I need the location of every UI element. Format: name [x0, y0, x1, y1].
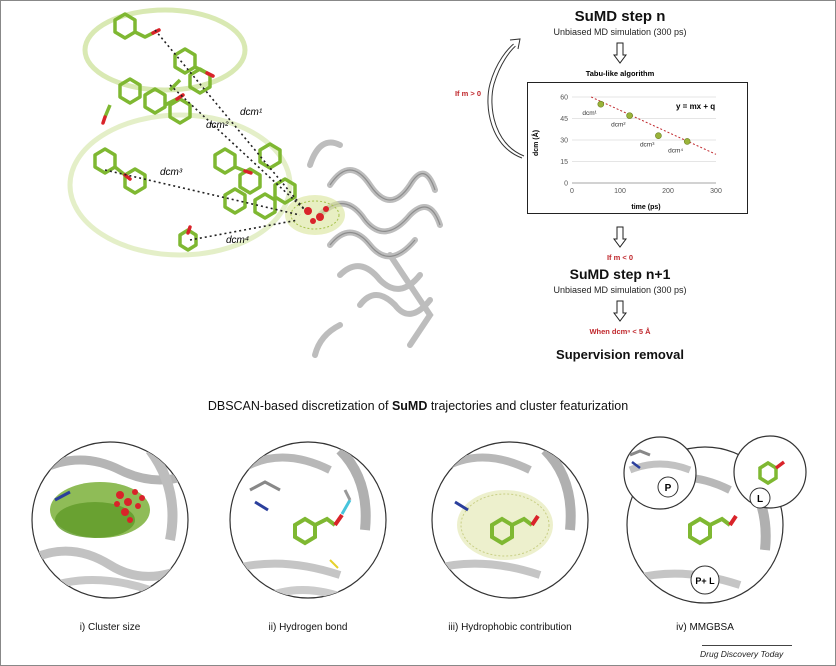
step-n-subtitle: Unbiased MD simulation (300 ps)	[553, 27, 687, 37]
supervision-removal-title: Supervision removal	[556, 347, 684, 362]
halo-ring	[67, 112, 293, 258]
section-title-bold: SuMD	[391, 399, 428, 413]
data-point	[597, 100, 605, 108]
x-tick-label: 100	[614, 188, 626, 195]
y-tick-label: 45	[560, 116, 568, 123]
protein-outline	[319, 169, 441, 257]
negative-slope-label: If m < 0	[606, 253, 634, 262]
trend-line	[590, 96, 717, 155]
section-title-pre: DBSCAN-based discretization of	[207, 399, 392, 413]
caption-hydrophobic: iii) Hydrophobic contribution	[448, 622, 572, 633]
distance-lines	[104, 29, 306, 241]
down-arrow-icon	[613, 42, 627, 64]
tabu-chart: 0 15 30 45 60 0 100 200 300 dcm¹ dcm² dcm³ dcm⁴ y =…	[531, 95, 722, 212]
loop-arrow-icon	[487, 38, 525, 159]
data-point	[626, 112, 633, 119]
featurization-panels: P L P+ L	[31, 435, 807, 604]
mmgbsa-ligand-label: L	[757, 494, 763, 505]
data-point	[683, 138, 691, 145]
convergence-label: When dcmⁿ < 5 Å	[589, 327, 651, 336]
journal-footer: Drug Discovery Today	[700, 649, 784, 659]
caption-hydrogen-bond: ii) Hydrogen bond	[268, 622, 348, 633]
sumd-pose-illustration: dcm¹ dcm² dcm³ dcm⁴	[67, 7, 443, 358]
caption-mmgbsa: iv) MMGBSA	[676, 622, 734, 633]
x-tick-label: 200	[662, 188, 674, 195]
step-n1-subtitle: Unbiased MD simulation (300 ps)	[553, 285, 687, 295]
tabu-chart-box: 0 15 30 45 60 0 100 200 300 dcm¹ dcm² dcm³ dcm⁴ y =…	[527, 82, 748, 214]
y-axis-label: dcm (Å)	[531, 130, 540, 156]
point-label: dcm²	[611, 122, 626, 129]
algorithm-label: Tabu-like algorithm	[585, 69, 655, 78]
distance-label-3: dcm³	[160, 167, 183, 178]
caption-cluster-size: i) Cluster size	[79, 622, 141, 633]
y-tick-label: 0	[564, 181, 568, 188]
ligand-poses	[93, 12, 297, 252]
y-tick-label: 60	[560, 95, 568, 102]
x-tick-label: 0	[570, 188, 574, 195]
x-tick-label: 300	[710, 188, 722, 195]
distance-label-4: dcm⁴	[226, 235, 249, 246]
point-label: dcm³	[640, 142, 655, 149]
distance-label-1: dcm¹	[240, 107, 263, 118]
point-label: dcm¹	[582, 110, 597, 117]
step-n1-title: SuMD step n+1	[569, 266, 671, 282]
panel-mmgbsa: P L P+ L	[623, 435, 807, 604]
panel-hydrophobic	[431, 441, 589, 599]
oxygen-atoms	[101, 28, 253, 235]
step-n-title: SuMD step n	[574, 8, 666, 25]
loop-condition-label: If m > 0	[454, 89, 482, 98]
binding-site-cluster	[285, 195, 345, 235]
footer-rule	[702, 645, 792, 646]
regression-equation: y = mx + q	[676, 102, 715, 111]
distance-label-2: dcm²	[206, 120, 229, 131]
section-title: DBSCAN-based discretization of SuMD traj…	[0, 399, 836, 413]
mmgbsa-protein-label: P	[665, 483, 672, 494]
data-point	[655, 132, 662, 140]
section-title-post: trajectories and cluster featurization	[427, 399, 629, 413]
mmgbsa-complex-label: P+ L	[695, 576, 715, 586]
halo-ring	[82, 7, 248, 93]
y-tick-label: 30	[560, 138, 568, 145]
panel-hydrogen-bond	[229, 441, 387, 599]
down-arrow-icon	[613, 300, 627, 322]
y-tick-label: 15	[560, 159, 568, 166]
down-arrow-icon	[613, 226, 627, 248]
panel-cluster-size	[31, 441, 189, 599]
x-axis-label: time (ps)	[631, 204, 660, 211]
point-label: dcm⁴	[668, 147, 683, 154]
